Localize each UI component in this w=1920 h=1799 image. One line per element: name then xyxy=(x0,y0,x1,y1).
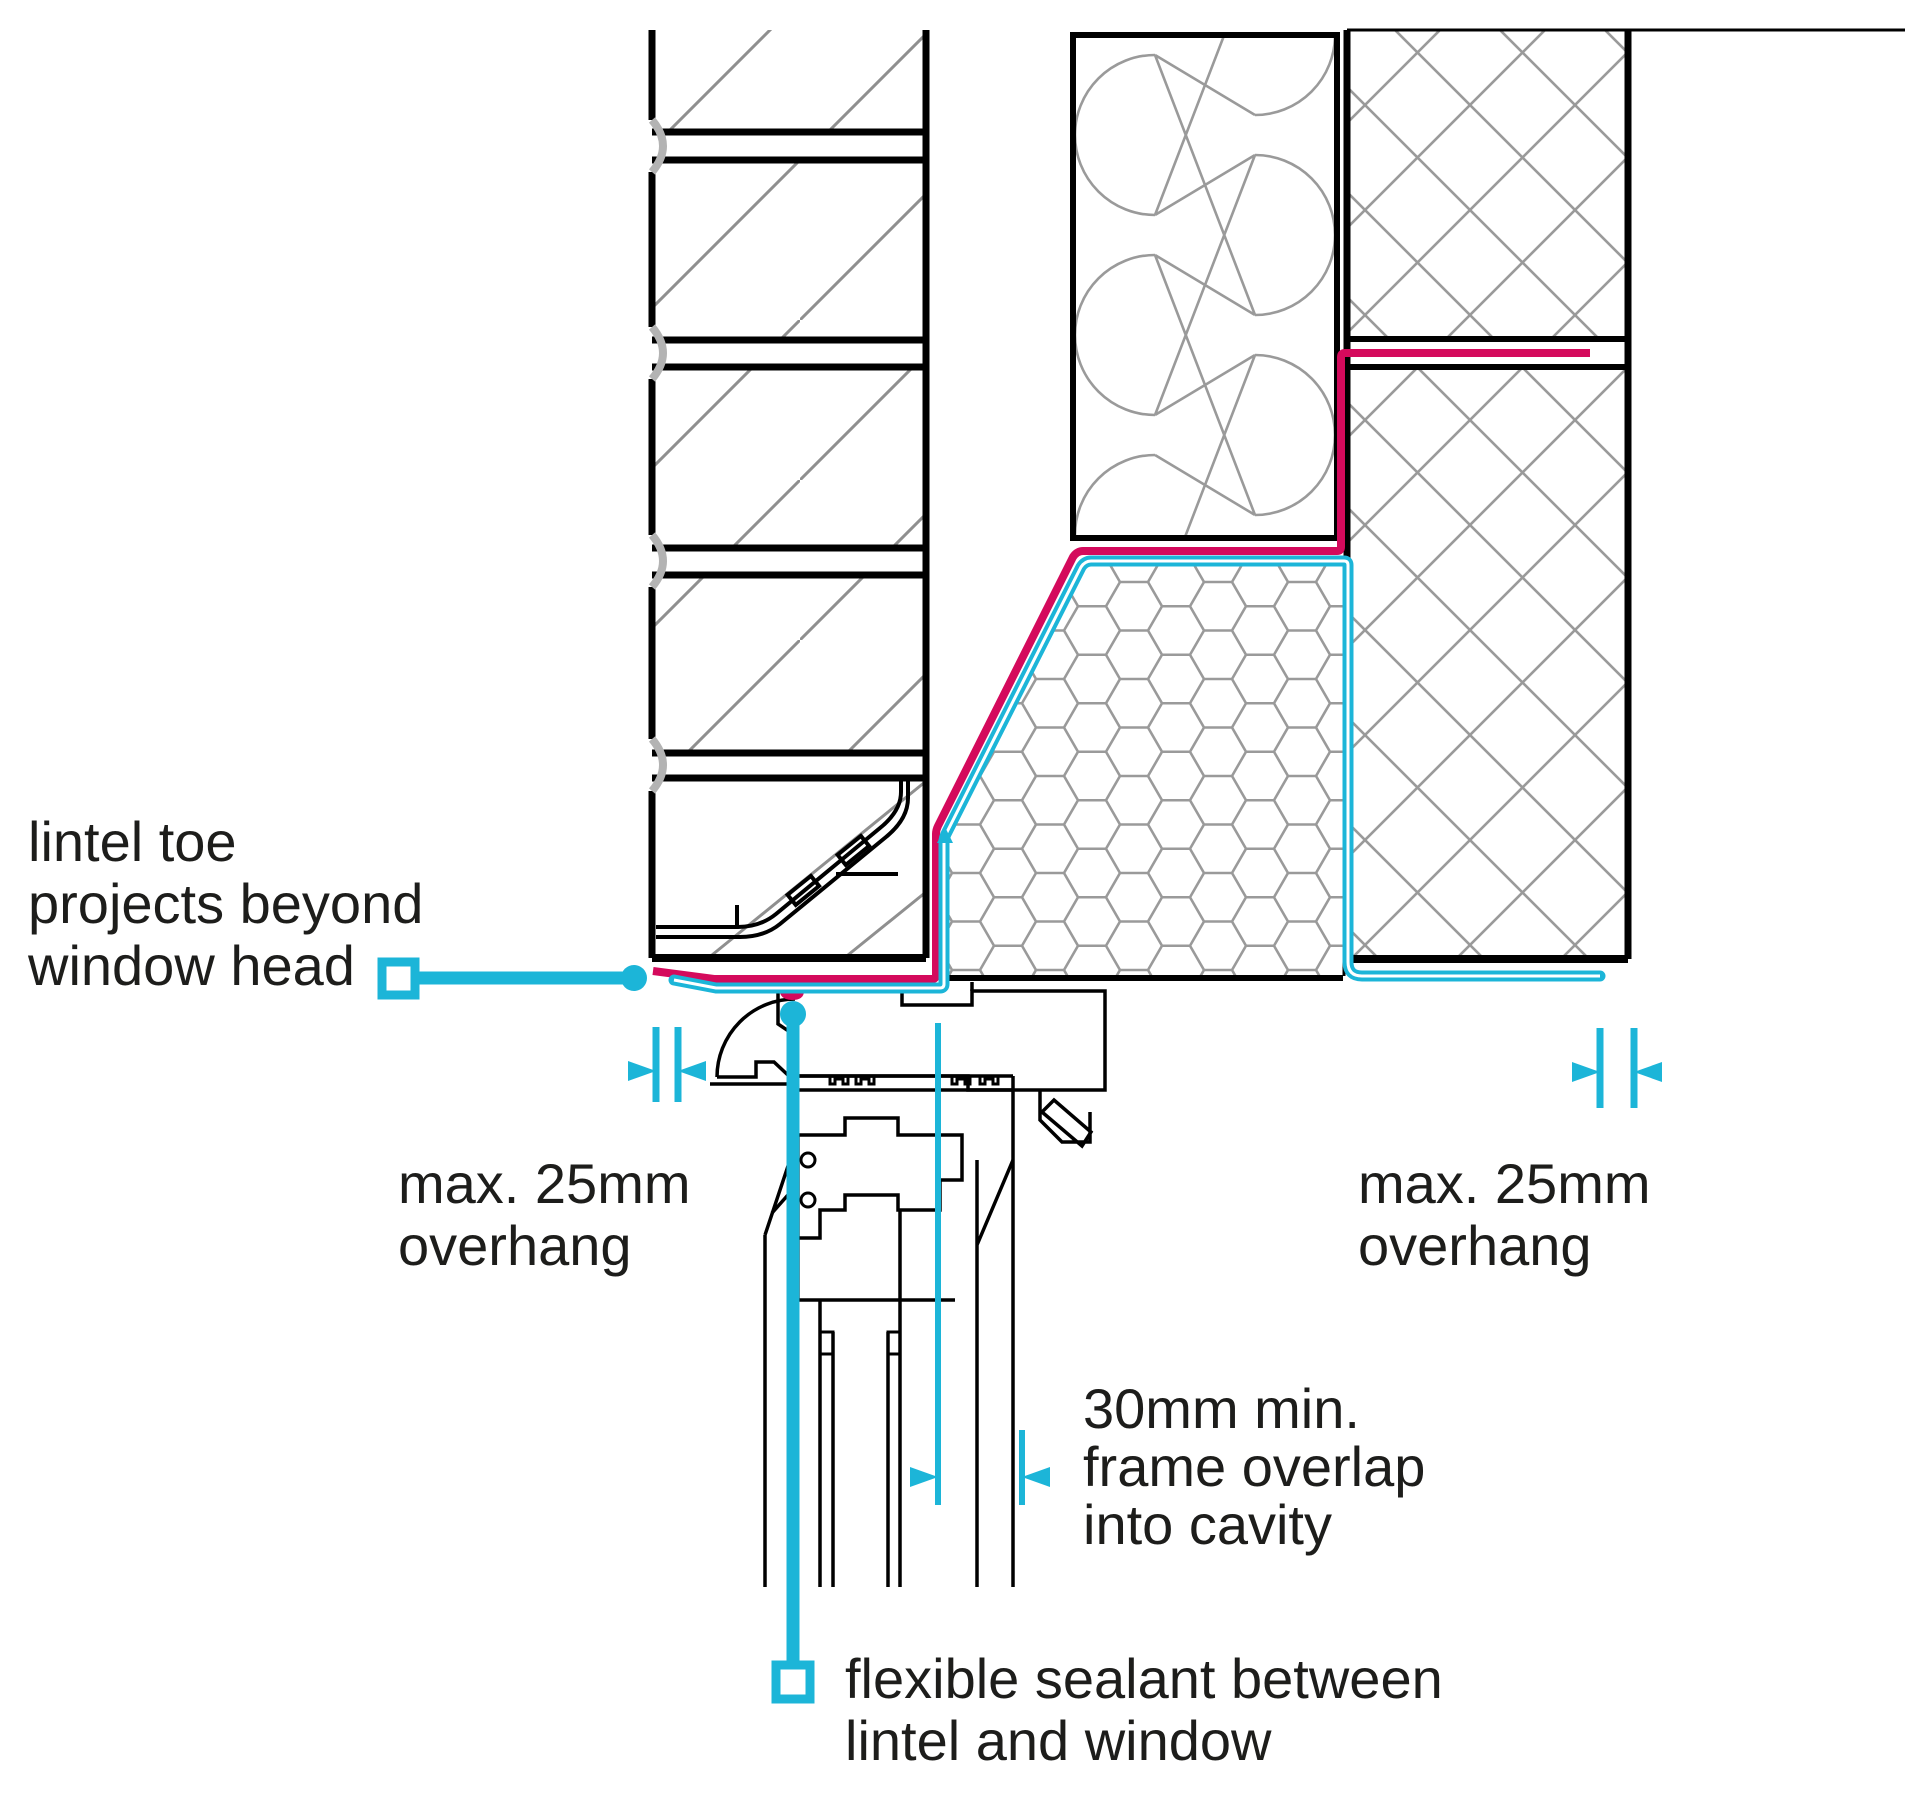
block-outlines xyxy=(1343,28,1905,963)
label-line: frame overlap xyxy=(1083,1435,1426,1498)
brick-course xyxy=(652,160,926,340)
head-drip-profile xyxy=(710,997,796,1086)
label-line: overhang xyxy=(398,1214,632,1277)
label-frame-overlap: 30mm min. frame overlap into cavity xyxy=(1083,1380,1425,1554)
brick-course xyxy=(652,367,926,548)
block-hatch xyxy=(1347,30,1628,959)
sash-hook xyxy=(799,1191,817,1209)
brick-course xyxy=(652,575,926,753)
dim-arrow-left-icon xyxy=(678,1061,706,1081)
label-line: max. 25mm xyxy=(1358,1152,1651,1215)
frame-overlap-dim xyxy=(910,1023,1050,1505)
overhang-dim-right xyxy=(1572,1028,1662,1108)
brick-outlines xyxy=(648,30,930,962)
insulation-loop-hatch xyxy=(1076,38,1334,535)
label-lintel-toe: lintel toe projects beyond window head xyxy=(28,811,423,997)
lintel-highlight xyxy=(668,555,1606,994)
block-joint-lines xyxy=(1347,336,1628,370)
steel-lintel xyxy=(656,781,910,939)
hex-region xyxy=(944,561,1348,976)
lintel-web-outer xyxy=(656,781,903,929)
sealant-leader xyxy=(771,1001,815,1704)
label-line: projects beyond xyxy=(28,872,424,935)
lintel-toe-leader xyxy=(377,957,647,1000)
label-line: max. 25mm xyxy=(398,1152,691,1215)
label-line: 30mm min. xyxy=(1083,1377,1360,1440)
lintel-brick xyxy=(652,778,927,958)
dim-arrow-right-icon xyxy=(1572,1062,1600,1082)
highlight-white-core xyxy=(673,559,1600,990)
label-overhang-left: max. 25mm overhang xyxy=(398,1153,691,1277)
lintel-clip xyxy=(834,833,872,868)
leader-square-marker xyxy=(377,957,420,1000)
cavity-insulation-batt xyxy=(1070,32,1340,541)
label-line: lintel and window xyxy=(845,1709,1272,1772)
label-line: overhang xyxy=(1358,1214,1592,1277)
dim-arrow-right-icon xyxy=(628,1061,656,1081)
lintel-web-inner xyxy=(656,781,910,939)
dim-arrow-right-icon xyxy=(910,1467,938,1487)
window-frame xyxy=(710,982,1107,1587)
break-mark-arcs xyxy=(648,117,667,794)
lintel-insulation-hex xyxy=(941,561,1348,981)
euro-groove-slots xyxy=(828,1076,1000,1086)
extent-lines xyxy=(1596,1028,1638,1108)
frame-left-edge xyxy=(763,1090,792,1587)
mortar-joint-lines xyxy=(652,128,926,782)
label-overhang-right: max. 25mm overhang xyxy=(1358,1153,1651,1277)
flow-arrowhead-icon xyxy=(937,827,953,843)
overhang-dim-left xyxy=(628,1027,706,1102)
frame-inner-right xyxy=(975,1159,1015,1587)
dpc-line xyxy=(652,349,1590,983)
brick-course xyxy=(652,30,926,132)
glazing-unit xyxy=(818,1300,902,1587)
lintel-clip xyxy=(784,873,822,908)
label-line: into cavity xyxy=(1083,1493,1332,1556)
glass-panes xyxy=(818,1300,902,1587)
leader-dot xyxy=(621,965,647,991)
dim-arrow-left-icon xyxy=(1634,1062,1662,1082)
sash-hook xyxy=(799,1151,817,1169)
label-line: window head xyxy=(28,934,355,997)
glazing-spacer xyxy=(818,1330,835,1356)
extent-lines xyxy=(652,1027,682,1102)
outer-brick-leaf xyxy=(648,30,930,962)
inner-block-leaf xyxy=(1340,28,1905,963)
brick-courses xyxy=(652,30,926,753)
glazing-spacer xyxy=(886,1330,902,1356)
label-flexible-sealant: flexible sealant between lintel and wind… xyxy=(845,1648,1443,1772)
dim-arrow-left-icon xyxy=(1022,1467,1050,1487)
label-line: flexible sealant between xyxy=(845,1647,1443,1710)
label-line: lintel toe xyxy=(28,810,237,873)
leader-square-marker xyxy=(771,1660,815,1704)
fixing-clip xyxy=(1038,1090,1094,1149)
